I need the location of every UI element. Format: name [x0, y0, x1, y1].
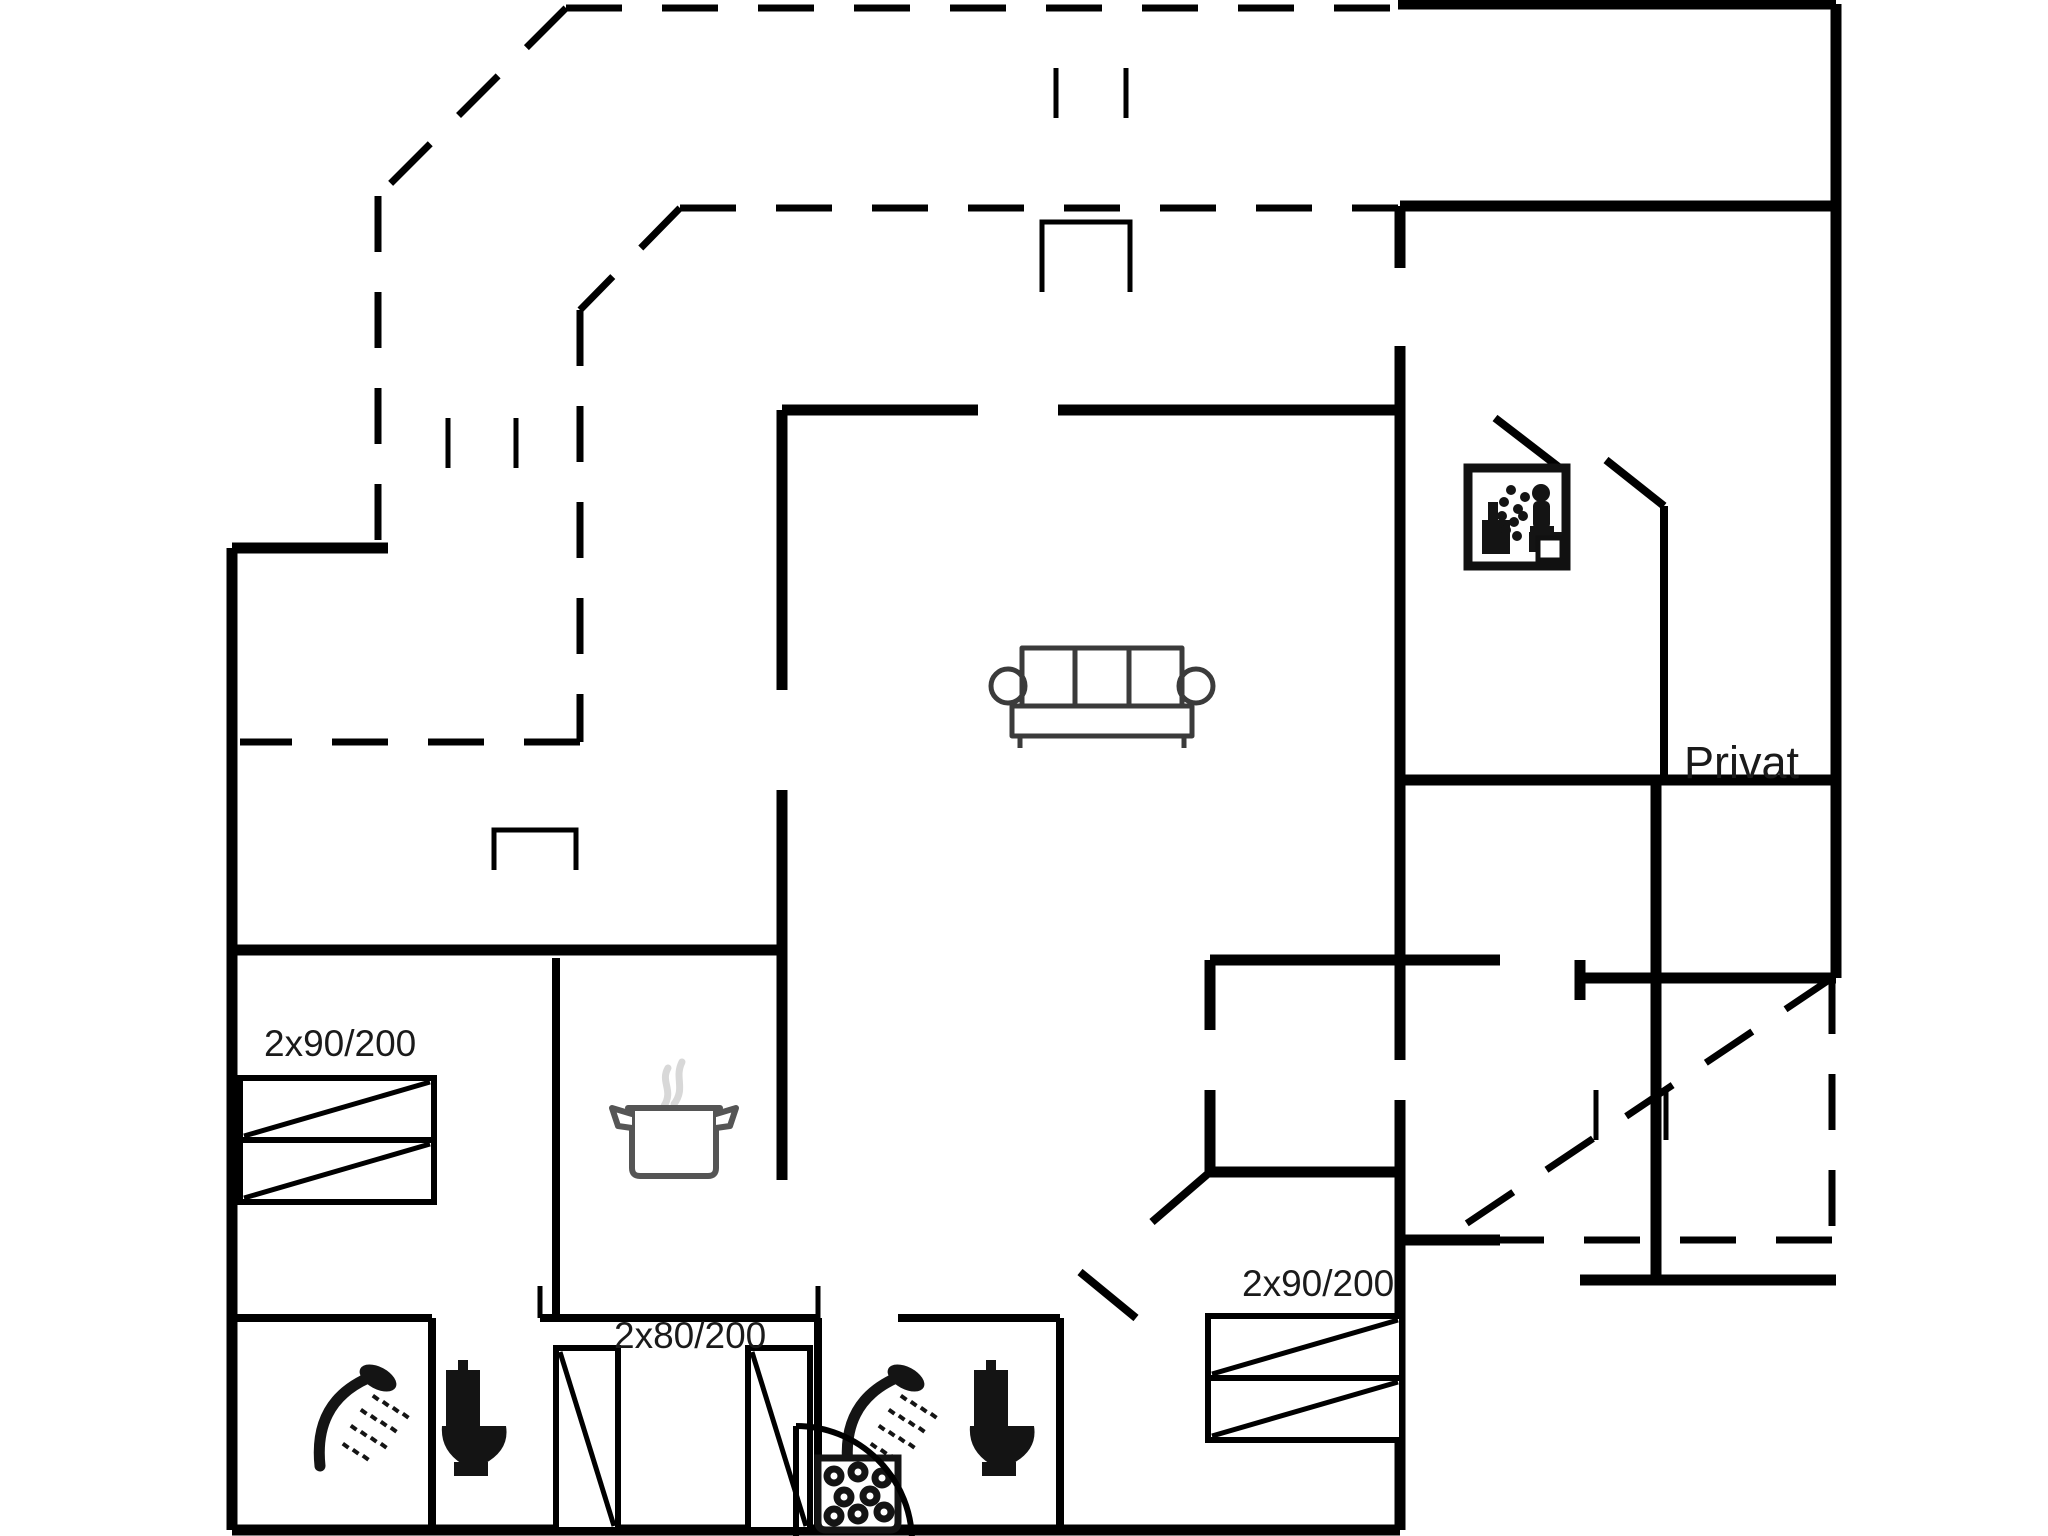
private-room-label: Privat — [1684, 737, 1800, 788]
window-marks — [445, 68, 1669, 1140]
sauna-icon — [1463, 463, 1571, 571]
bed-group-right: 2x90/200 — [1205, 1263, 1405, 1443]
cooking-pot-icon — [609, 1058, 739, 1179]
bed-right-upper-diagonal — [1211, 1317, 1399, 1377]
bed-right-label: 2x90/200 — [1242, 1263, 1394, 1304]
bed-group-bunk: 2x80/200 — [553, 1315, 813, 1533]
door-swings — [1077, 414, 1668, 1322]
bed-left-lower-diagonal — [243, 1141, 431, 1201]
bunk-bed-label: 2x80/200 — [614, 1315, 766, 1356]
bed-left-upper-diagonal — [243, 1079, 431, 1139]
bed-group-left: 2x90/200 — [237, 1023, 437, 1205]
shower-icon-left — [313, 1364, 410, 1472]
toilet-icon-left — [441, 1360, 507, 1476]
bathroom-dividers — [232, 1286, 1063, 1530]
bed-left-label: 2x90/200 — [264, 1023, 416, 1064]
toilet-icon-right — [969, 1360, 1035, 1476]
bed-right-lower-diagonal — [1211, 1379, 1399, 1439]
sofa-icon — [988, 645, 1216, 748]
bunk-bed-left-diagonal — [557, 1351, 617, 1527]
terrace-outline — [240, 4, 1836, 1244]
door-opening-markers — [491, 219, 1133, 870]
washing-machine-icon — [793, 1423, 915, 1536]
